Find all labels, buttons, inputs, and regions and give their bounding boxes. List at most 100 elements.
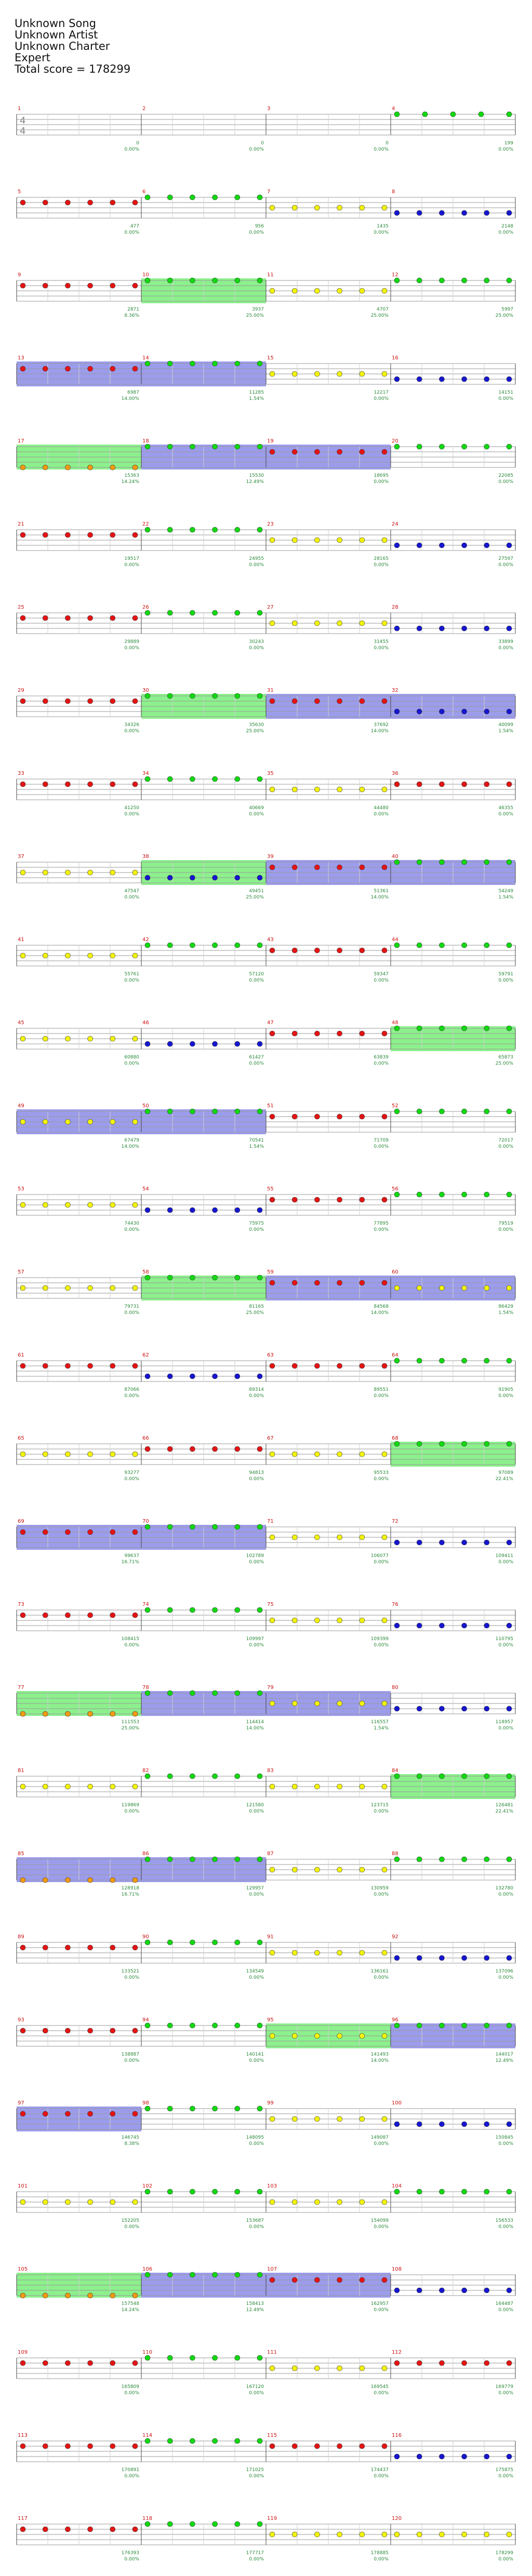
note-gem bbox=[87, 464, 93, 471]
note-gem bbox=[87, 952, 93, 959]
measure-score: 108415 bbox=[122, 1636, 139, 1642]
note-gem bbox=[337, 947, 342, 954]
note-gem bbox=[132, 615, 138, 621]
note-gem bbox=[65, 1944, 71, 1951]
note-gem bbox=[416, 210, 422, 216]
measure-score: 140141 bbox=[246, 2052, 264, 2057]
note-gem bbox=[42, 464, 48, 471]
note-gem bbox=[337, 1783, 342, 1790]
note-gem bbox=[291, 1700, 298, 1707]
note-gem bbox=[20, 2526, 26, 2532]
note-gem bbox=[461, 1706, 467, 1712]
note-gem bbox=[132, 1451, 138, 1457]
note-gem bbox=[257, 1041, 263, 1047]
note-gem bbox=[314, 1113, 320, 1120]
note-gem bbox=[42, 698, 48, 704]
measure-percent: 0.00% bbox=[498, 646, 513, 651]
note-gem bbox=[269, 2033, 275, 2039]
measure-score: 54249 bbox=[498, 889, 513, 894]
note-gem bbox=[416, 376, 422, 382]
note-gem bbox=[314, 698, 320, 704]
note-gem bbox=[132, 869, 138, 876]
measure-number: 16 bbox=[392, 355, 398, 361]
note-gem bbox=[132, 283, 138, 289]
measure-number: 64 bbox=[392, 1352, 398, 1358]
measure-percent: 0.00% bbox=[498, 479, 513, 485]
note-gem bbox=[20, 532, 26, 538]
note-gem bbox=[337, 2443, 342, 2449]
measure-score: 152205 bbox=[122, 2218, 139, 2223]
note-gem bbox=[190, 1207, 195, 1213]
measure-percent: 0.00% bbox=[374, 2224, 389, 2230]
measure-percent: 0.00% bbox=[498, 2557, 513, 2562]
note-gem bbox=[359, 288, 365, 294]
note-gem bbox=[132, 1612, 138, 1618]
note-gem bbox=[439, 1285, 445, 1291]
measure-number: 21 bbox=[18, 521, 24, 527]
note-gem bbox=[416, 2022, 422, 2029]
note-gem bbox=[42, 1711, 48, 1717]
measure-percent: 1.54% bbox=[498, 895, 513, 900]
note-gem bbox=[144, 1939, 151, 1946]
measure-number: 30 bbox=[142, 688, 149, 693]
note-gem bbox=[314, 1700, 320, 1707]
note-gem bbox=[461, 542, 467, 548]
note-gem bbox=[65, 283, 71, 289]
note-gem bbox=[234, 1274, 241, 1281]
note-gem bbox=[439, 2189, 445, 2195]
measure-percent: 14.00% bbox=[371, 895, 389, 900]
note-gem bbox=[269, 1113, 275, 1120]
note-gem bbox=[381, 1030, 388, 1037]
measure-percent: 0.00% bbox=[374, 978, 389, 983]
measure-score: 27597 bbox=[498, 556, 513, 561]
note-gem bbox=[314, 2033, 320, 2039]
note-gem bbox=[212, 2438, 218, 2444]
note-gem bbox=[144, 1856, 151, 1862]
note-gem bbox=[337, 1950, 342, 1956]
measure-number: 13 bbox=[18, 355, 24, 361]
note-gem bbox=[506, 2189, 512, 2195]
note-gem bbox=[381, 1280, 388, 1286]
note-gem bbox=[42, 532, 48, 538]
note-gem bbox=[461, 1358, 467, 1364]
measure-number: 61 bbox=[18, 1352, 24, 1358]
measure-percent: 0.00% bbox=[124, 812, 139, 817]
measure-percent: 0.00% bbox=[249, 1809, 264, 1814]
note-gem bbox=[291, 1617, 298, 1624]
measure-score: 178885 bbox=[371, 2551, 389, 2556]
note-gem bbox=[212, 1939, 218, 1946]
note-gem bbox=[416, 2453, 422, 2460]
note-gem bbox=[234, 2355, 241, 2361]
measure-score: 199 bbox=[504, 141, 513, 146]
note-gem bbox=[234, 1690, 241, 1696]
note-gem bbox=[144, 2022, 151, 2029]
measure-number: 26 bbox=[142, 605, 149, 610]
measure-percent: 0.00% bbox=[498, 230, 513, 235]
note-gem bbox=[381, 1451, 388, 1457]
measure-number: 5 bbox=[18, 189, 21, 195]
note-gem bbox=[257, 1446, 263, 1452]
measure-number: 62 bbox=[142, 1352, 149, 1358]
measure-percent: 0.00% bbox=[249, 2391, 264, 2396]
measure-number: 6 bbox=[142, 189, 145, 195]
note-gem bbox=[439, 2287, 445, 2293]
measure-score: 29889 bbox=[124, 639, 139, 645]
note-gem bbox=[416, 277, 422, 284]
measure-number: 9 bbox=[18, 272, 21, 278]
note-gem bbox=[416, 859, 422, 865]
note-gem bbox=[144, 776, 151, 782]
note-gem bbox=[506, 2022, 512, 2029]
